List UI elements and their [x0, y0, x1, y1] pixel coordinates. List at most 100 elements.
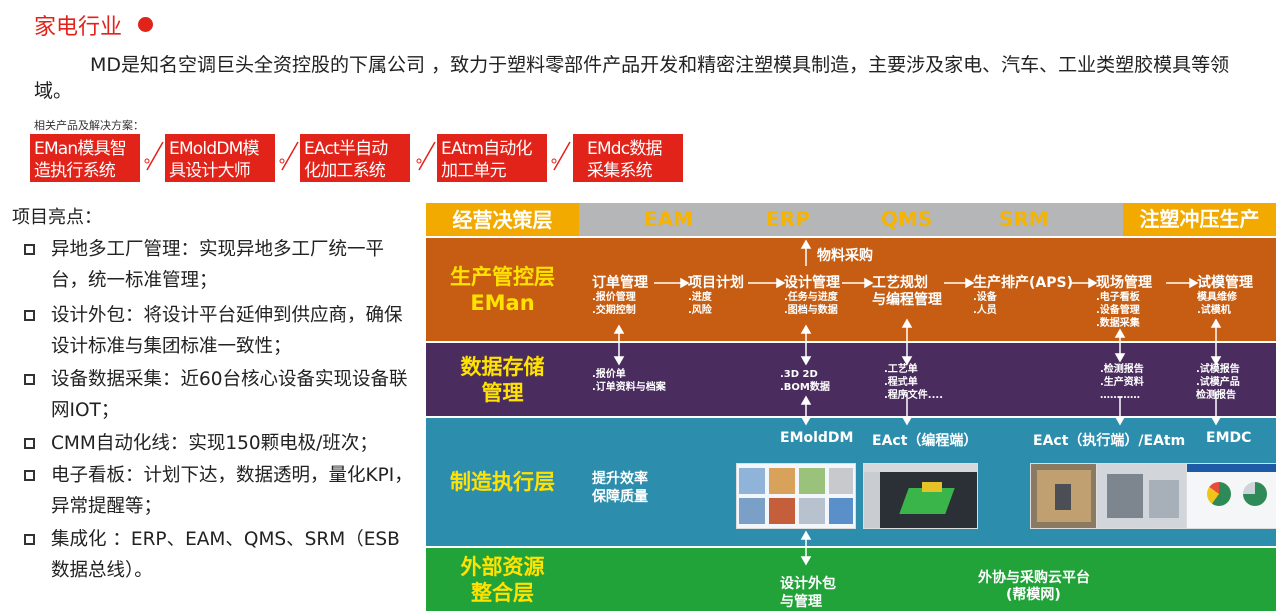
module-emdc: EMDC — [1206, 430, 1252, 446]
product-line: 造执行系统 — [34, 161, 116, 181]
step-sub: .风险 — [688, 305, 712, 316]
eact-programming-screenshot — [863, 463, 978, 529]
layer-label-line: 管理 — [481, 380, 524, 405]
product-line: 具设计大师 — [169, 161, 251, 181]
highlight-item: 设计外包：将设计平台延伸到供应商，确保设计标准与集团标准一致性； — [24, 300, 414, 362]
highlight-item: 异地多工厂管理：实现异地多工厂统一平台，统一标准管理； — [24, 234, 414, 296]
product-emolddm[interactable]: EMoldDM模 具设计大师 — [165, 134, 275, 182]
data-note: .检测报告 — [1100, 364, 1144, 375]
layer-production-control: 生产管控层 EMan 物料采购 订单管理 .报价管理 .交期控制 项目计划 .进… — [426, 238, 1276, 341]
benefit-quality: 保障质量 — [592, 489, 648, 505]
layer-label: 生产管控层 EMan — [426, 238, 579, 341]
benefit-efficiency: 提升效率 — [592, 471, 648, 487]
checkbox-icon — [24, 374, 35, 385]
step-sub: .设备 — [973, 292, 997, 303]
cloud-platform-line2: (帮模网) — [1006, 587, 1061, 603]
step-sub: 模具维修 — [1197, 292, 1237, 303]
system-srm: SRM — [999, 207, 1049, 231]
slash-divider-icon — [279, 141, 299, 171]
page-title: 家电行业 — [34, 15, 123, 40]
layer-label-line: EMan — [470, 290, 535, 315]
layer-label-line: 生产管控层 — [450, 264, 555, 289]
layer-label: 制造执行层 — [450, 470, 555, 494]
layer-label-line: 整合层 — [471, 580, 534, 605]
data-note: .生产资料 — [1100, 377, 1144, 388]
product-eact[interactable]: EAct半自动 化加工系统 — [300, 134, 410, 182]
checkbox-icon — [24, 310, 35, 321]
product-emdc[interactable]: EMdc数据 采集系统 — [573, 134, 683, 182]
data-note: .BOM数据 — [780, 382, 830, 393]
layer-label-line: 外部资源 — [460, 554, 545, 579]
data-note: .3D 2D — [780, 369, 818, 380]
highlights-heading: 项目亮点： — [12, 207, 102, 228]
layer-execution: 制造执行层 EMoldDM EAct（编程端） EAct（执行端）/EAtm E… — [426, 418, 1276, 546]
highlight-text: 设计外包：将设计平台延伸到供应商，确保设计标准与集团标准一致性； — [51, 305, 403, 357]
title-dot-icon — [138, 17, 153, 32]
step-project: 项目计划 — [688, 275, 744, 291]
step-sub: .报价管理 — [592, 292, 636, 303]
data-note: .工艺单 — [884, 364, 918, 375]
layer-external-resources: 外部资源 整合层 设计外包 与管理 外协与采购云平台 (帮模网) — [426, 548, 1276, 611]
system-qms: QMS — [881, 207, 933, 231]
layer-decision: 经营决策层 EAM ERP QMS SRM 注塑冲压生产 — [426, 203, 1276, 236]
design-outsource: 设计外包 — [780, 576, 836, 592]
data-note: .订单资料与档案 — [592, 382, 666, 393]
design-outsource-line2: 与管理 — [780, 594, 822, 610]
product-line: EMdc数据 — [587, 139, 663, 159]
product-line: 采集系统 — [587, 161, 653, 181]
product-line: EMoldDM模 — [169, 139, 259, 159]
layer-tag-production: 注塑冲压生产 — [1123, 203, 1276, 236]
slash-divider-icon — [551, 141, 571, 171]
machine-photo-1 — [1030, 463, 1098, 529]
highlight-text: 电子看板：计划下达，数据透明，量化KPI，异常提醒等； — [51, 465, 413, 517]
step-sub: .设备管理 — [1096, 305, 1140, 316]
highlight-item: CMM自动化线：实现150颗电极/班次； — [24, 428, 414, 459]
slash-divider-icon — [416, 141, 436, 171]
product-eman[interactable]: EMan模具智 造执行系统 — [30, 134, 140, 182]
layer-label-line: 数据存储 — [460, 354, 545, 379]
step-process: 工艺规划 — [872, 275, 928, 291]
step-order: 订单管理 — [592, 275, 648, 291]
step-sub: .进度 — [688, 292, 712, 303]
product-eatm[interactable]: EAtm自动化 加工单元 — [437, 134, 547, 182]
layer-label: 外部资源 整合层 — [426, 548, 579, 611]
step-sub: .数据采集 — [1096, 318, 1140, 329]
related-label: 相关产品及解决方案： — [34, 119, 144, 132]
highlight-text: 集成化 ：ERP、EAM、QMS、SRM（ESB数据总线）。 — [51, 529, 400, 581]
data-note: .试模产品 — [1196, 377, 1240, 388]
module-emolddm: EMoldDM — [780, 430, 854, 446]
highlight-item: 电子看板：计划下达，数据透明，量化KPI，异常提醒等； — [24, 460, 414, 522]
system-erp: ERP — [766, 207, 810, 231]
data-note: ………… — [1100, 390, 1140, 401]
layer-label: 数据存储 管理 — [426, 343, 579, 416]
step-sub: .人员 — [973, 305, 997, 316]
product-line: EAct半自动 — [304, 139, 388, 159]
checkbox-icon — [24, 438, 35, 449]
product-line: 加工单元 — [441, 161, 507, 181]
cloud-platform: 外协与采购云平台 — [978, 570, 1090, 586]
layer-label: 经营决策层 — [426, 203, 579, 236]
data-note: .试模报告 — [1196, 364, 1240, 375]
highlight-item: 集成化 ：ERP、EAM、QMS、SRM（ESB数据总线）。 — [24, 524, 414, 586]
step-sub: .图档与数据 — [784, 305, 838, 316]
step-design: 设计管理 — [784, 275, 840, 291]
step-sub: .试模机 — [1197, 305, 1231, 316]
step-sub: .任务与进度 — [784, 292, 838, 303]
highlight-text: 异地多工厂管理：实现异地多工厂统一平台，统一标准管理； — [51, 239, 385, 291]
data-note: .程序文件.... — [884, 390, 943, 401]
product-line: EAtm自动化 — [441, 139, 533, 159]
emdc-dashboard-screenshot — [1186, 463, 1276, 529]
checkbox-icon — [24, 534, 35, 545]
system-eam: EAM — [644, 207, 694, 231]
slash-divider-icon — [144, 141, 164, 171]
data-note: .报价单 — [592, 369, 626, 380]
step-sub: .电子看板 — [1096, 292, 1140, 303]
module-eact-programming: EAct（编程端） — [872, 433, 978, 449]
module-eact-execution: EAct（执行端）/EAtm — [1033, 433, 1186, 449]
step-aps: 生产排产(APS) — [973, 275, 1073, 291]
vertical-connector-arrows — [613, 318, 1222, 566]
flow-arrows — [654, 239, 1199, 289]
product-line: 化加工系统 — [304, 161, 386, 181]
checkbox-icon — [24, 470, 35, 481]
highlight-text: 设备数据采集：近60台核心设备实现设备联网IOT； — [51, 369, 408, 421]
